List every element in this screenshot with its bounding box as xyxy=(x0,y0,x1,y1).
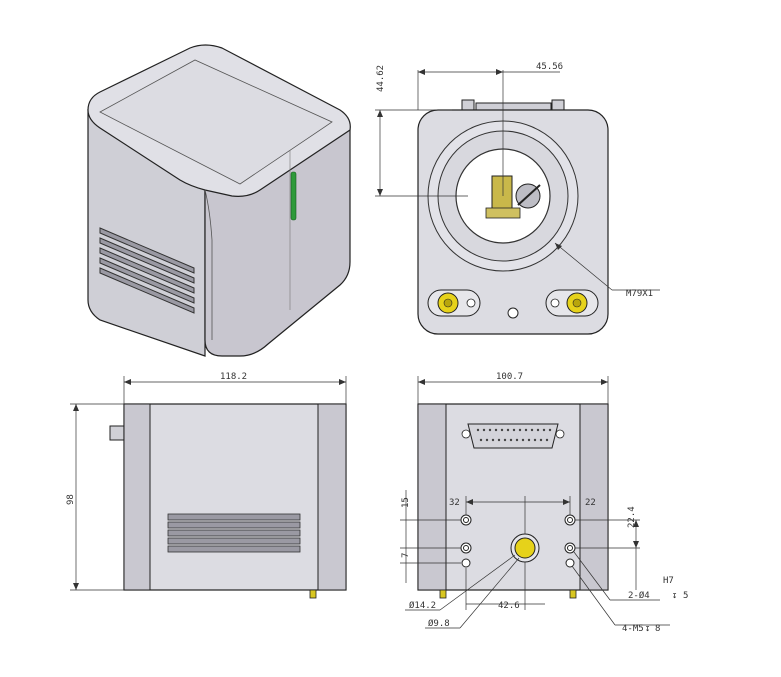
thread-depth-symbol: ↧ xyxy=(645,624,650,634)
front-view: 44.62 45.56 M79X1 xyxy=(375,62,660,335)
dim-back-width: 100.7 xyxy=(496,372,523,382)
dim-hole-spec: 2-Ø4 xyxy=(628,590,650,601)
dim-tolerance: H7 xyxy=(663,576,674,586)
back-view: 100.7 32 22 15 7 22.4 42.6 Ø14.2 Ø9.8 H7… xyxy=(400,372,688,634)
status-indicator-icon xyxy=(290,171,297,221)
connector-right-icon xyxy=(545,289,599,317)
dim-hole-depth: 5 xyxy=(683,591,688,601)
dim-front-depth: 44.62 xyxy=(376,65,386,92)
dim-thread-spec: 4-M5 xyxy=(622,624,644,634)
dim-side-length: 118.2 xyxy=(220,372,247,382)
dim-back-vertical: 22.4 xyxy=(627,506,637,528)
center-port-icon xyxy=(510,533,540,563)
side-view: 118.2 98 xyxy=(66,372,347,599)
dim-side-height: 98 xyxy=(66,494,76,505)
vent-grille-icon xyxy=(99,227,195,314)
hole-depth-symbol: ↧ xyxy=(672,591,677,601)
dim-back-top-spacing: 15 xyxy=(401,497,411,508)
dim-dia-outer: Ø14.2 xyxy=(409,600,436,611)
dim-back-bottom-spacing: 7 xyxy=(401,553,411,558)
dim-back-left-offset: 32 xyxy=(449,498,460,508)
dim-dia-inner: Ø9.8 xyxy=(428,618,450,629)
dim-thread-depth: 8 xyxy=(655,624,660,634)
dim-back-right-offset: 22 xyxy=(585,498,596,508)
dim-front-offset: 45.56 xyxy=(536,62,563,72)
side-vent-grille-icon xyxy=(167,513,301,553)
dim-thread: M79X1 xyxy=(626,289,653,299)
dim-back-horizontal: 42.6 xyxy=(498,601,520,611)
db25-connector-icon xyxy=(461,423,565,449)
isometric-view xyxy=(87,44,351,357)
connector-left-icon xyxy=(427,289,481,317)
